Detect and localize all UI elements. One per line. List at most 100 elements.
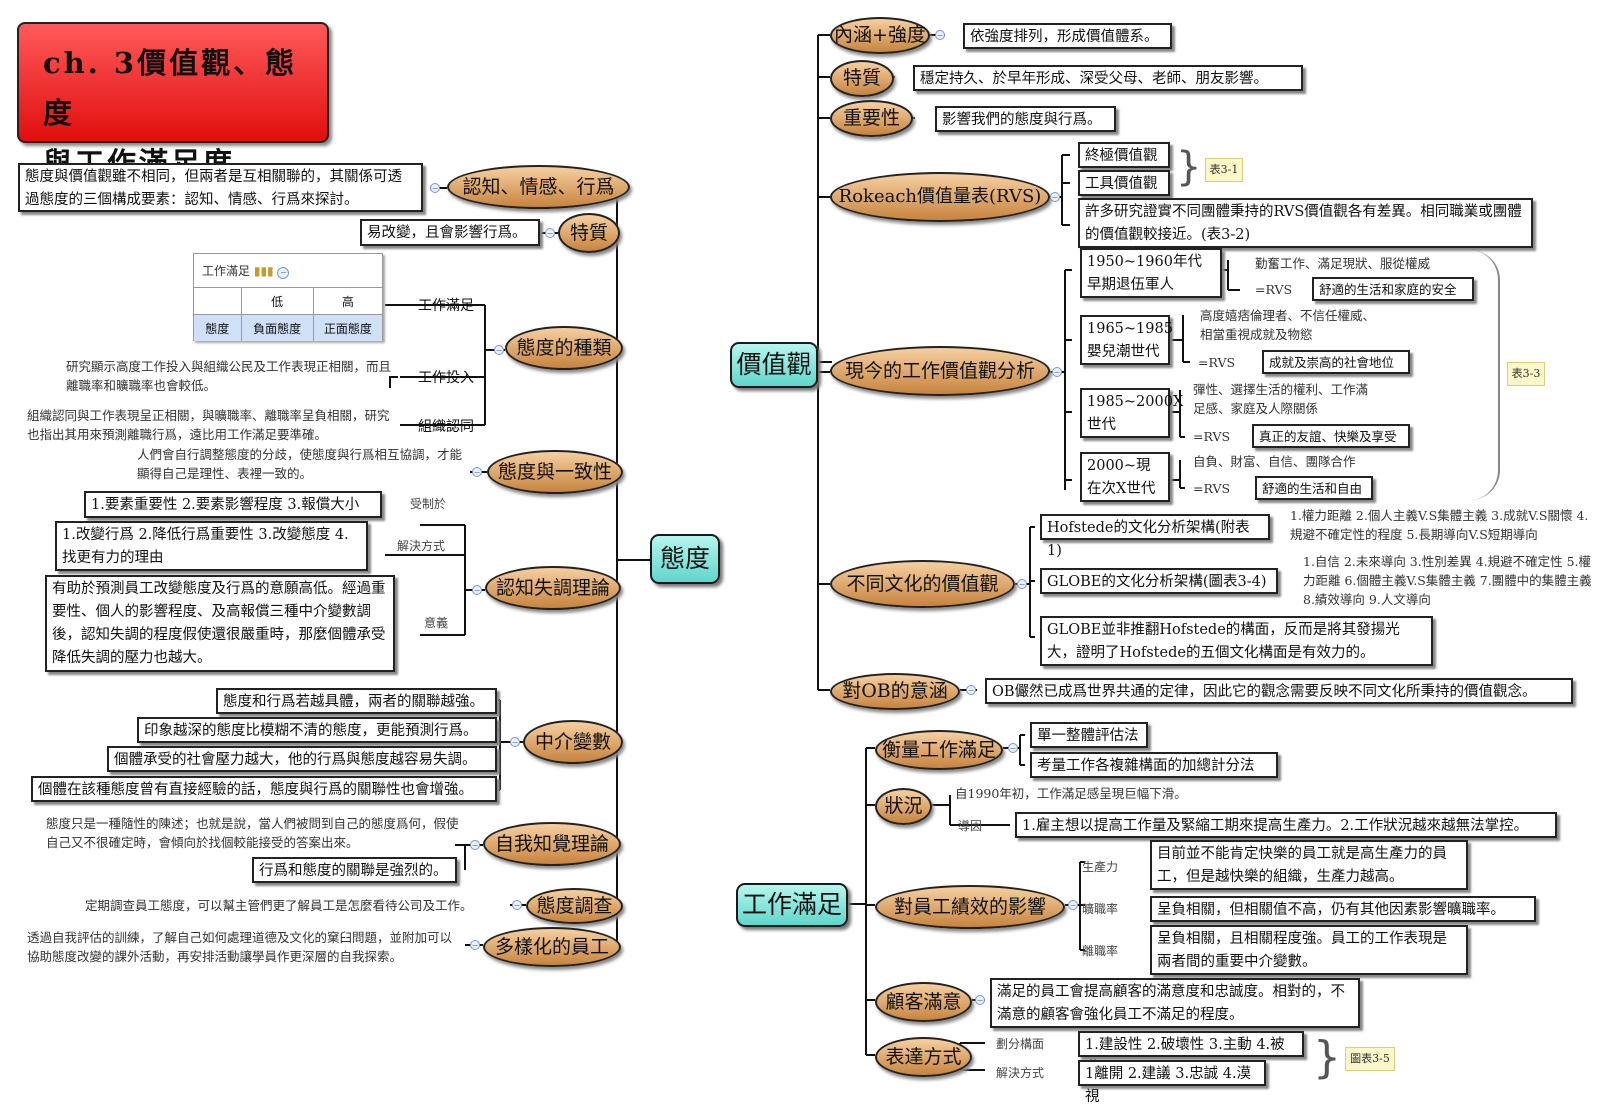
table-header-cell: 低	[242, 288, 314, 314]
generation-baby-boomers-rvs: 成就及崇高的社會地位	[1262, 350, 1410, 374]
table-header-row: 低 高	[194, 288, 382, 315]
globe-dimensions: 1.自信 2.未來導向 3.性別差異 4.規避不確定性 5.權力距離 6.個體主…	[1303, 554, 1592, 607]
turnover-desc: 呈負相關，且相關程度強。員工的工作表現是兩者間的重要中介變數。	[1150, 925, 1468, 975]
collapse-icon[interactable]: −	[494, 345, 504, 355]
topic-dissonance[interactable]: 認知失調理論	[485, 566, 621, 610]
collapse-icon[interactable]: −	[472, 467, 482, 477]
topic-customer-satisfaction[interactable]: 顧客滿意	[875, 982, 972, 1022]
topic-self-perception[interactable]: 自我知覺理論	[483, 822, 621, 866]
globe-hofstede-note: GLOBE並非推翻Hofstede的構面，反而是將其發揚光大，證明了Hofste…	[1040, 616, 1433, 666]
collapse-icon[interactable]: −	[1017, 579, 1027, 589]
terminal-values-box: 終極價值觀	[1078, 142, 1170, 168]
topic-cultural-values[interactable]: 不同文化的價值觀	[830, 560, 1015, 608]
topic-values-content[interactable]: 內涵+強度	[830, 17, 930, 54]
generation-baby-boomers-desc: 高度嬉痞倫理者、不信任權威、相當重視成就及物慾	[1200, 308, 1376, 342]
collapse-icon[interactable]: −	[470, 840, 480, 850]
table-row: 態度 負面態度 正面態度	[194, 315, 382, 341]
topic-moderating-variables[interactable]: 中介變數	[523, 720, 623, 764]
expression-solutions: 1離開 2.建議 3.忠誠 4.漠視	[1078, 1060, 1266, 1105]
moderator-item: 個體在該種態度曾有直接經驗的話，態度與行爲的關聯性也會增強。	[31, 776, 497, 802]
dissonance-label-subject: 受制於	[410, 497, 447, 511]
values-traits-desc: 穩定持久、於早年形成、深受父母、老師、朋友影響。	[913, 65, 1303, 91]
topic-measuring-satisfaction[interactable]: 衡量工作滿足	[875, 730, 1003, 770]
collapse-icon[interactable]: −	[510, 737, 520, 747]
satisfaction-table: 工作滿足 ▮▮▮ − 低 高 態度 負面態度 正面態度	[193, 253, 383, 341]
collapse-icon[interactable]: −	[975, 995, 985, 1005]
moderator-item: 印象越深的態度比模糊不清的態度，更能預測行爲。	[137, 717, 497, 743]
status-cause-label: 導因	[958, 819, 983, 833]
generation-x-rvs: 真正的友誼、快樂及享受	[1252, 424, 1410, 448]
generation-veterans-rvs: 舒適的生活和家庭的安全	[1312, 277, 1474, 301]
summation-score: 考量工作各複雜構面的加總計分法	[1030, 752, 1278, 778]
expression-dimension-label: 劃分構面	[996, 1037, 1045, 1051]
self-perception-desc: 態度只是一種隨性的陳述；也就是說，當人們被問到自己的態度爲何，假使自己又不很確定…	[46, 816, 459, 850]
rvs-research-desc: 許多研究證實不同團體秉持的RVS價值觀各有差異。相同職業或團體的價值觀較接近。(…	[1078, 198, 1533, 248]
collapse-icon[interactable]: −	[1052, 367, 1062, 377]
topic-attitude-survey[interactable]: 態度調查	[526, 888, 623, 924]
subtopic-job-involvement[interactable]: 工作投入	[418, 370, 474, 386]
topic-attitude-types[interactable]: 態度的種類	[505, 326, 623, 370]
generation-veterans-desc: 勤奮工作、滿足現狀、服從權威	[1255, 256, 1431, 271]
values-importance-desc: 影響我們的態度與行爲。	[935, 106, 1116, 132]
topic-values-traits[interactable]: 特質	[830, 60, 894, 97]
topic-diverse-workforce[interactable]: 多樣化的員工	[483, 927, 621, 967]
topic-expression[interactable]: 表達方式	[875, 1037, 972, 1077]
topic-work-values[interactable]: 現今的工作價值觀分析	[830, 346, 1050, 396]
generation-veterans: 1950~1960年代早期退伍軍人	[1080, 248, 1222, 298]
topic-attitude-traits[interactable]: 特質	[558, 213, 620, 253]
generation-x-desc: 彈性、選擇生活的權利、工作滿足感、家庭及人際關係	[1193, 382, 1369, 416]
table-cell: 態度	[194, 315, 242, 341]
attitude-traits-desc: 易改變，且會影響行爲。	[360, 219, 540, 246]
customer-satisfaction-desc: 滿足的員工會提高顧客的滿意度和忠誠度。相對的，不滿意的顧客會強化員工不滿足的程度…	[990, 978, 1360, 1028]
self-perception-box: 行爲和態度的關聯是強烈的。	[252, 857, 457, 883]
collapse-icon[interactable]: −	[966, 685, 976, 695]
table-note-3-3[interactable]: 表3-3	[1507, 362, 1545, 386]
generation-next: 2000~現在次X世代	[1080, 452, 1170, 502]
topic-rokeach[interactable]: Rokeach價值量表(RVS)	[830, 172, 1050, 222]
org-commitment-desc: 組織認同與工作表現呈正相關，與曠職率、離職率呈負相關，研究也指出其用來預測離職行…	[27, 408, 390, 442]
collapse-icon[interactable]: −	[470, 940, 480, 950]
figure-note-3-5[interactable]: 圖表3-5	[1345, 1047, 1395, 1071]
collapse-icon[interactable]: −	[472, 585, 482, 595]
root-job-satisfaction[interactable]: 工作滿足	[736, 883, 848, 927]
collapse-icon[interactable]: −	[1050, 192, 1060, 202]
table-note-3-1[interactable]: 表3-1	[1205, 158, 1243, 182]
collapse-icon[interactable]: −	[935, 30, 945, 40]
expression-solution-label: 解決方式	[996, 1066, 1045, 1080]
values-content-desc: 依強度排列，形成價值體系。	[963, 23, 1172, 49]
topic-values-importance[interactable]: 重要性	[830, 100, 913, 137]
table-cell: 正面態度	[313, 315, 382, 341]
diverse-workforce-desc: 透過自我評估的訓練，了解自己如何處理道德及文化的窠臼問題，並附加可以協助態度改變…	[27, 930, 453, 964]
rvs-label: =RVS	[1193, 481, 1231, 496]
subtopic-job-satisfaction[interactable]: 工作滿足	[418, 298, 474, 314]
generation-baby-boomers: 1965~1985嬰兒潮世代	[1080, 315, 1173, 365]
brace-icon: }	[1313, 1032, 1341, 1083]
topic-status[interactable]: 狀況	[875, 788, 932, 825]
collapse-icon[interactable]: −	[430, 183, 440, 193]
absenteeism-label: 曠職率	[1082, 902, 1119, 916]
root-attitude[interactable]: 態度	[650, 534, 720, 584]
dissonance-solutions: 1.改變行爲 2.降低行爲重要性 3.改變態度 4.找更有力的理由	[55, 521, 368, 571]
topic-performance-impact[interactable]: 對員工績效的影響	[875, 885, 1065, 929]
collapse-icon[interactable]: −	[277, 267, 290, 279]
table-header-cell: 高	[341, 294, 354, 309]
moderator-item: 個體承受的社會壓力越大，他的行爲與態度越容易失調。	[107, 746, 497, 772]
table-cell: 負面態度	[241, 315, 314, 341]
productivity-desc: 目前並不能肯定快樂的員工就是高生產力的員工，但是越快樂的組織，生產力越高。	[1150, 840, 1468, 890]
topic-ob-implications[interactable]: 對OB的意涵	[830, 673, 960, 710]
collapse-icon[interactable]: −	[545, 228, 555, 238]
hofstede-framework: Hofstede的文化分析架構(附表1)	[1040, 514, 1270, 559]
collapse-icon[interactable]: −	[1068, 900, 1078, 910]
collapse-icon[interactable]: −	[1008, 743, 1018, 753]
rvs-label: =RVS	[1193, 429, 1231, 444]
status-cause-desc: 1.雇主想以提高工作量及緊縮工期來提高生產力。2.工作狀況越來越無法掌控。	[1015, 812, 1557, 838]
root-values[interactable]: 價值觀	[730, 342, 818, 388]
topic-cognition[interactable]: 認知、情感、行爲	[447, 165, 630, 209]
brace-icon: }	[1176, 144, 1202, 190]
map-title: ch. 3價值觀、態度 與工作滿足度	[17, 22, 329, 180]
generation-next-rvs: 舒適的生活和自由	[1255, 476, 1373, 500]
globe-framework: GLOBE的文化分析架構(圖表3-4)	[1040, 568, 1278, 594]
topic-consistency[interactable]: 態度與一致性	[487, 450, 623, 494]
collapse-icon[interactable]: −	[512, 900, 522, 910]
subtopic-org-commitment[interactable]: 組織認同	[418, 419, 474, 435]
